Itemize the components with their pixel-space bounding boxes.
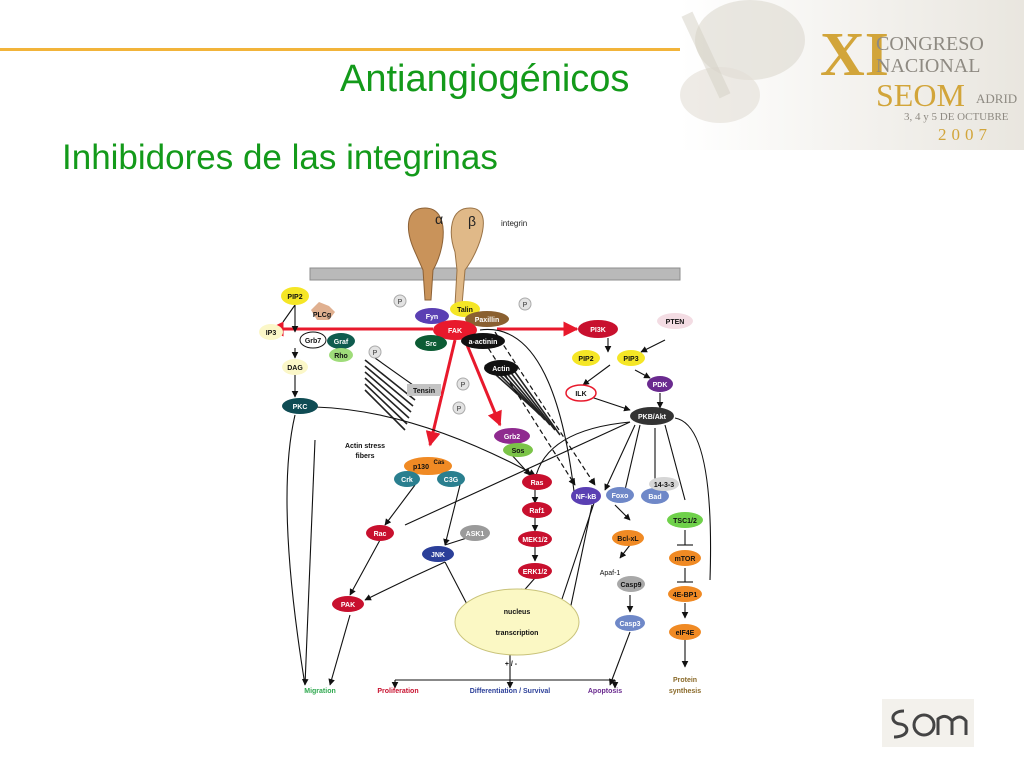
node-pkb-akt: PKB/Akt (638, 414, 667, 421)
node-casp3: Casp3 (619, 621, 640, 628)
phospho-1: P (398, 299, 403, 306)
node-ip3: IP3 (266, 330, 277, 337)
node-pak: PAK (341, 602, 355, 609)
node-pten: PTEN (666, 319, 685, 326)
nucleus-label: nucleus (504, 609, 531, 616)
slide-subtitle: Inhibidores de las integrinas (62, 138, 498, 177)
integrin-label: integrin (501, 219, 527, 228)
node-actinin: a-actinin (469, 339, 498, 346)
logo-seom: SEOM (876, 77, 965, 113)
node-foxo: Foxo (612, 493, 629, 500)
stress-fibers-label-2: fibers (355, 453, 374, 460)
node-pkc: PKC (293, 404, 308, 411)
node-crk: Crk (401, 477, 413, 484)
congress-logo: XI CONGRESO NACIONAL SEOM ADRID 3, 4 y 5… (680, 0, 1024, 150)
node-plcg: PLCg (313, 312, 331, 319)
output-proliferation: Proliferation (377, 688, 418, 695)
output-protein-2: synthesis (669, 688, 701, 695)
seom-logo-text: SEOM (928, 744, 931, 746)
node-ilk: ILK (575, 391, 586, 398)
stress-fibers (364, 359, 561, 436)
node-sos: Sos (512, 448, 525, 455)
node-graf: Graf (334, 339, 349, 346)
output-protein-1: Protein (673, 677, 697, 684)
logo-nacional: NACIONAL (876, 55, 980, 77)
logo-dates: 3, 4 y 5 DE OCTUBRE (904, 111, 1009, 123)
node-cas: Cas (433, 460, 445, 466)
node-pi3k: PI3K (590, 327, 606, 334)
node-fyn: Fyn (426, 314, 438, 321)
node-14-3-3: 14-3-3 (654, 482, 674, 489)
node-pip3: PIP3 (623, 356, 638, 363)
output-migration: Migration (304, 688, 336, 695)
node-pip2-left: PIP2 (287, 294, 302, 301)
cell-membrane (309, 267, 681, 281)
node-actin: Actin (492, 366, 510, 373)
alpha-label: α (435, 211, 443, 227)
node-ask1: ASK1 (466, 531, 485, 538)
phospho-3: P (373, 350, 378, 357)
node-tsc: TSC1/2 (673, 518, 697, 525)
seom-logo-bottom: SEOM (882, 699, 974, 747)
logo-year: 2007 (938, 125, 992, 144)
node-eif4e: eIF4E (676, 630, 695, 637)
output-apoptosis: Apoptosis (588, 688, 622, 695)
node-bclxl: Bcl-xL (617, 536, 639, 543)
beta-label: β (468, 213, 476, 229)
stress-fibers-label-1: Actin stress (345, 443, 385, 450)
node-rho: Rho (334, 353, 348, 360)
node-grb7: Grb7 (305, 338, 321, 345)
logo-congreso: CONGRESO (876, 33, 984, 55)
plus-minus-label: + / - (505, 661, 518, 668)
node-src: Src (425, 341, 436, 348)
node-fak: FAK (448, 328, 462, 335)
node-bad: Bad (648, 494, 661, 501)
top-divider-line (0, 48, 840, 51)
node-grb2: Grb2 (504, 434, 520, 441)
node-p130: p130 (413, 464, 429, 471)
phospho-4: P (461, 382, 466, 389)
node-mek: MEK1/2 (522, 537, 547, 544)
transcription-label: transcription (496, 630, 539, 637)
svg-text:XI: XI (820, 21, 889, 89)
logo-madrid: ADRID (976, 91, 1017, 106)
phospho-5: P (457, 406, 462, 413)
node-rac: Rac (374, 531, 387, 538)
integrin-signaling-diagram: α β integrin (259, 207, 712, 695)
output-differentiation-survival: Differentiation / Survival (470, 688, 551, 695)
node-ras: Ras (531, 480, 544, 487)
node-raf1: Raf1 (529, 508, 544, 515)
node-casp9: Casp9 (620, 582, 641, 589)
node-nfkb: NF-kB (576, 494, 597, 501)
phospho-2: P (523, 302, 528, 309)
node-dag: DAG (287, 365, 303, 372)
node-4e-bp1: 4E-BP1 (673, 592, 698, 599)
node-erk: ERK1/2 (523, 569, 548, 576)
node-talin: Talin (457, 307, 473, 314)
integrin-alpha-subunit (407, 207, 444, 301)
node-pip2-right: PIP2 (578, 356, 593, 363)
node-apaf: Apaf-1 (600, 570, 621, 577)
node-paxillin: Paxillin (475, 317, 500, 324)
node-jnk: JNK (431, 552, 445, 559)
slide-title: Antiangiogénicos (340, 58, 630, 100)
node-c3g: C3G (444, 477, 459, 484)
node-mtor: mTOR (675, 556, 696, 563)
node-pdk: PDK (653, 382, 668, 389)
node-tensin: Tensin (413, 388, 435, 395)
